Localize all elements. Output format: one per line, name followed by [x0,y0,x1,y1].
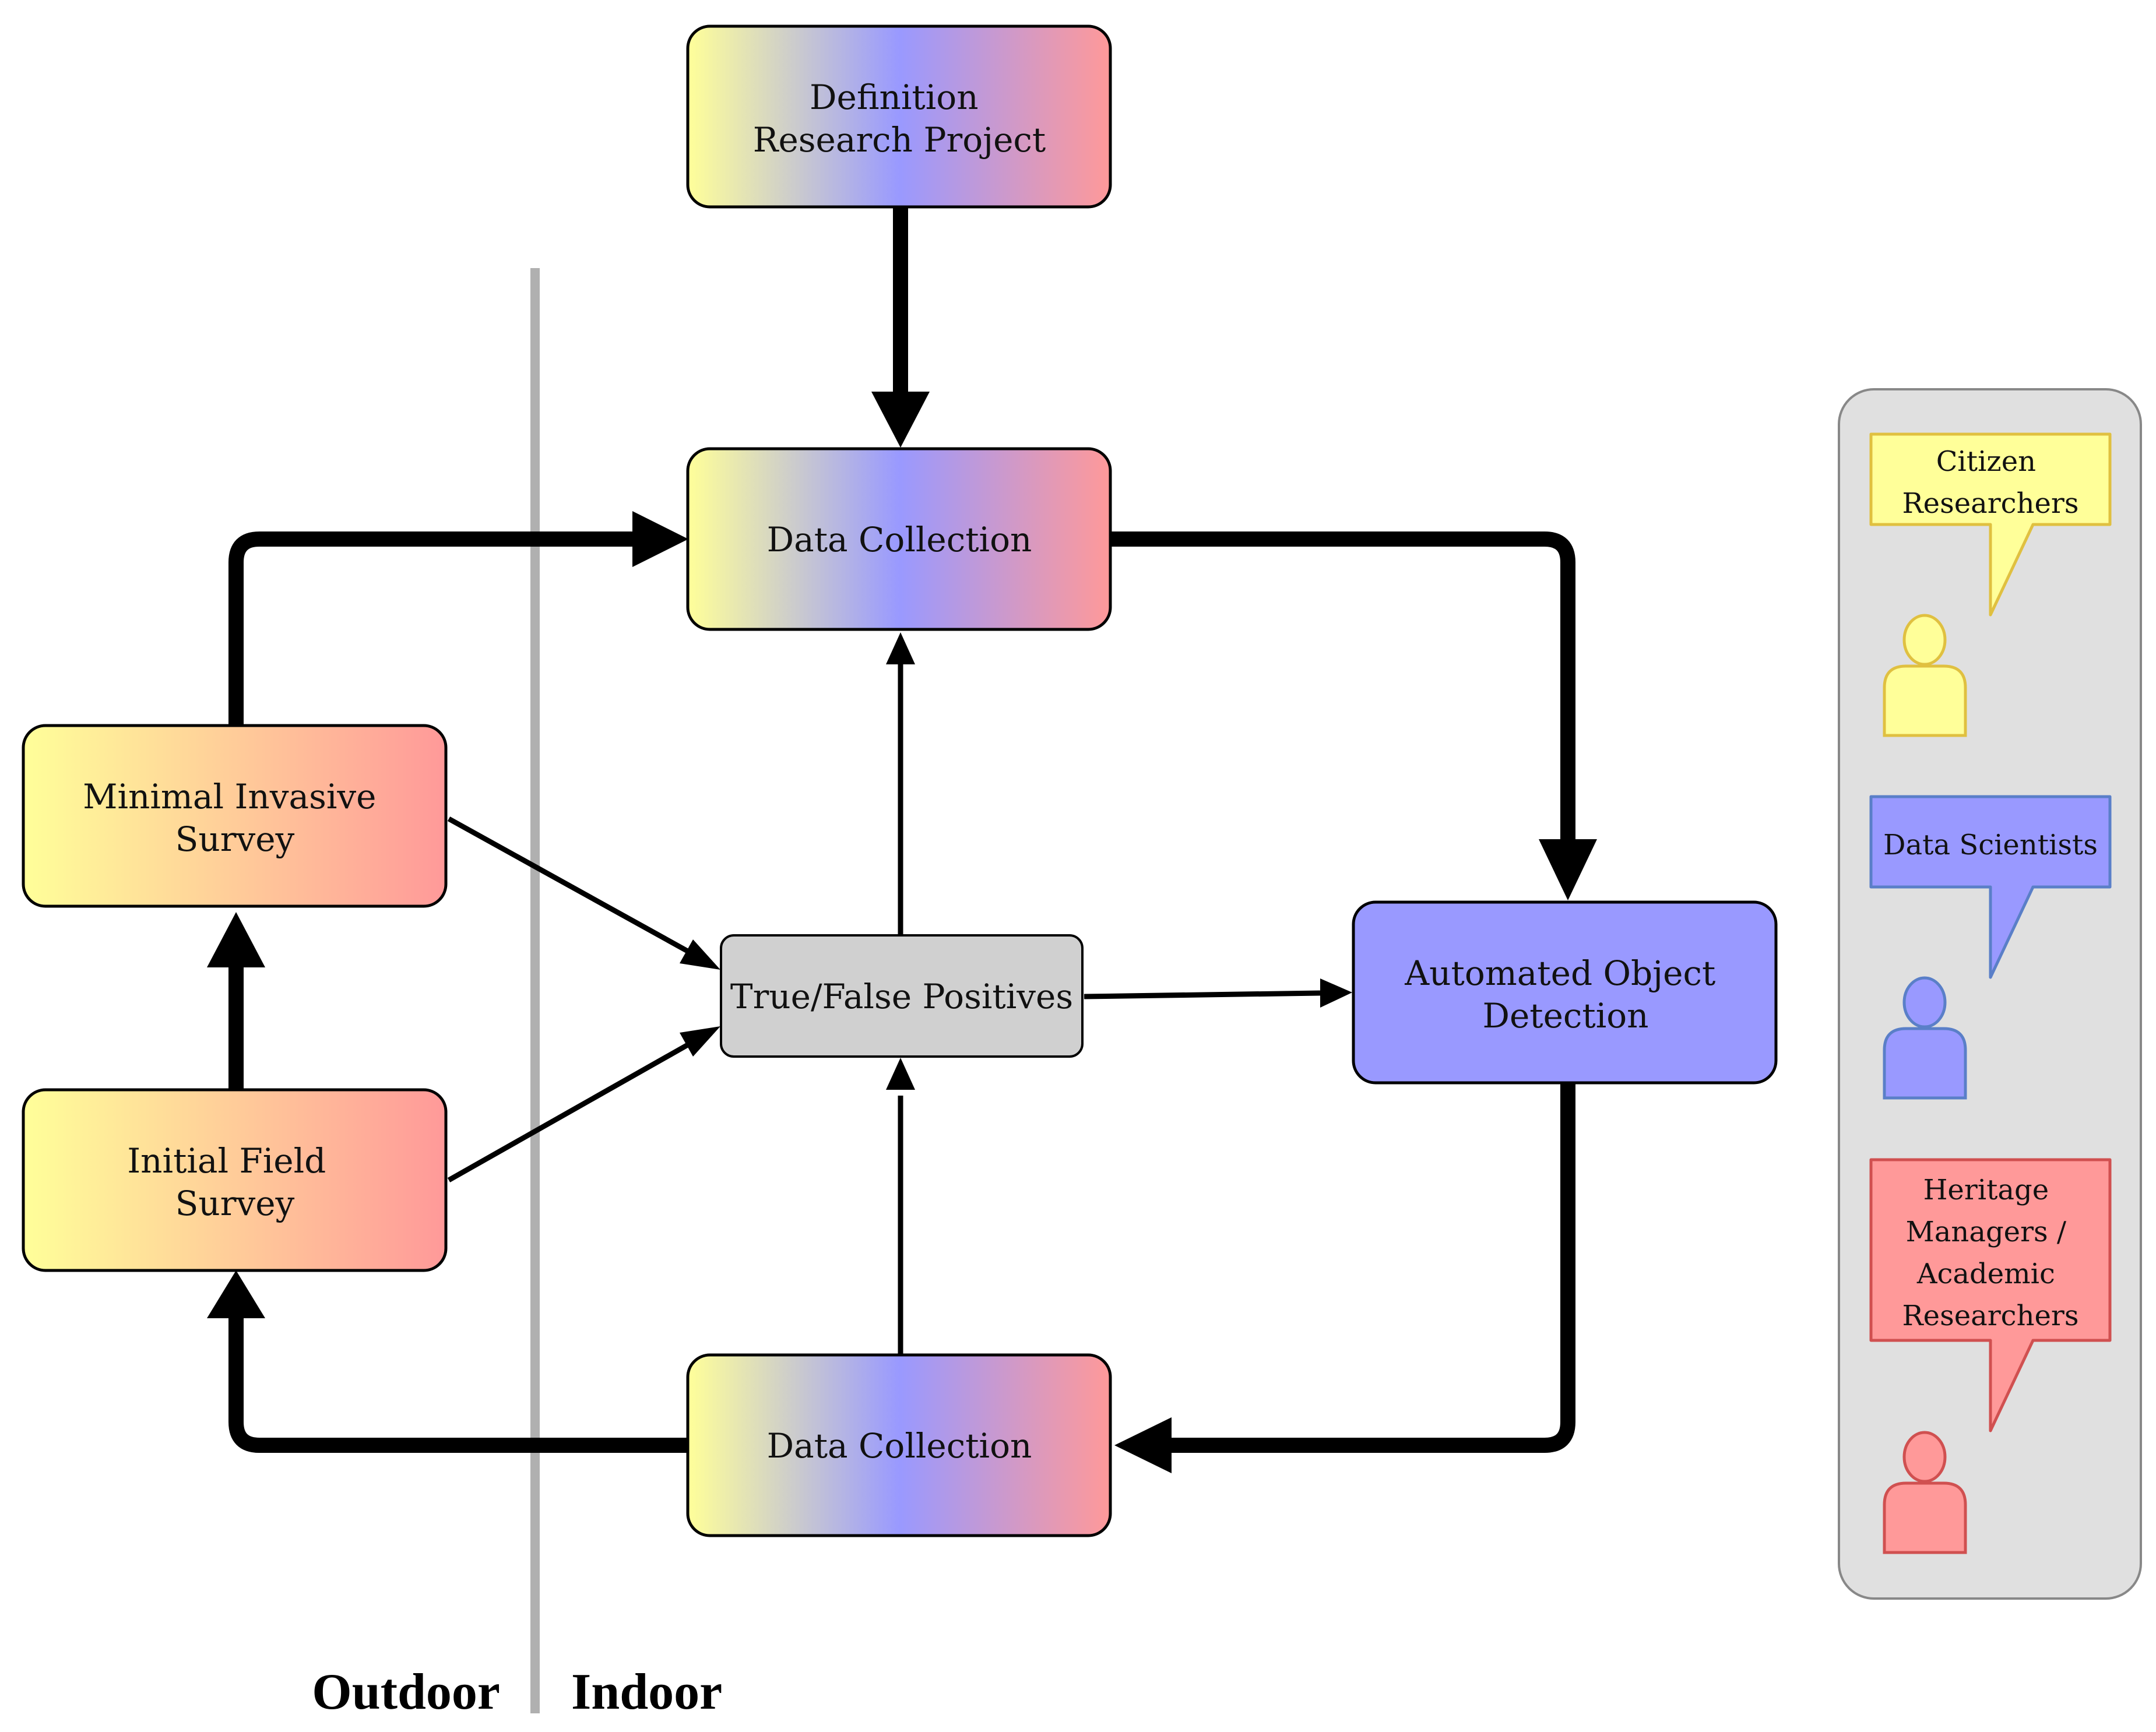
node-label-line: Detection [1482,996,1648,1036]
role-label-line: Academic [1916,1258,2055,1290]
arrowhead-minimal-to-collection [632,511,688,567]
arrowhead-collection-to-automated [1539,839,1597,900]
thin-connectors [447,664,1321,1355]
svg-text:Citizen Researchers: Citizen Researchers [1902,445,2079,520]
svg-text:Data Scientists: Data Scientists [1883,829,2098,861]
svg-text:Automated Object Detecti: Automated Object Detection [1404,953,1726,1036]
legend-role-heritage-managers-academic-researchers: Heritage Managers / Academic Researchers [1869,1158,2112,1554]
svg-text:Initial Field Survey: Initial Field Survey [127,1141,336,1223]
node-definition-research-project: Definition Research Project [686,24,1112,209]
edge-initial-to-truefalse [447,1041,692,1182]
person-icon [1883,1431,1967,1554]
legend-role-data-scientists: Data Scientists [1869,795,2112,1100]
speech-bubble [1869,795,2112,979]
node-label-line: Initial Field [127,1141,326,1181]
thick-arrowheads [207,392,1597,1473]
node-label-line: Data Collection [767,1426,1032,1466]
arrowhead-initial-to-truefalse [680,1026,720,1057]
edge-minimal-to-truefalse [447,816,692,955]
speech-bubble [1869,1158,2112,1432]
node-label-line: Data Collection [767,520,1032,559]
edge-collection-to-automated [1110,531,1575,839]
svg-text:Minimal Invasive Survey: Minimal Invasive Survey [83,777,387,859]
node-label-line: Minimal Invasive [83,777,376,816]
legend-role-citizen-researchers: Citizen Researchers [1869,432,2112,737]
edge-bottom-collection-to-initial [228,1308,688,1453]
speech-bubble [1869,432,2112,617]
node-label-line: Research Project [753,120,1046,160]
edge-truefalse-to-automated [1084,990,1321,999]
node-true-false-positives: True/False Positives [720,934,1084,1058]
svg-text:Data Collection: Data Collection [767,520,1032,559]
svg-text:Heritage Managers /: Heritage Managers / Academic Researchers [1902,1174,2079,1332]
svg-text:Data Collection: Data Collection [767,1426,1032,1466]
zone-label-outdoor: Outdoor [312,1664,500,1720]
svg-text:Definition Research Proj: Definition Research Project [753,78,1046,160]
svg-text:True/False Positives: True/False Positives [730,977,1073,1016]
node-initial-field-survey: Initial Field Survey [22,1088,448,1272]
node-data-collection-bottom: Data Collection [686,1353,1112,1537]
arrowhead-minimal-to-truefalse [680,939,720,970]
person-icon [1883,614,1967,737]
edge-minimal-to-collection [228,531,638,726]
arrowhead-initial-to-minimal [207,912,265,967]
node-automated-object-detection: Automated Object Detection [1352,900,1778,1085]
node-label-line: Survey [175,819,295,859]
node-label-line: True/False Positives [730,977,1073,1016]
arrowhead-definition-to-collection [871,392,930,448]
role-label-line: Managers / [1906,1216,2067,1248]
arrowhead-bottom-collection-to-initial [207,1270,265,1318]
node-label-line: Automated Object [1404,953,1715,993]
arrowhead-bottom-collection-to-truefalse [886,1058,915,1090]
edge-automated-to-bottom-collection [1166,1084,1575,1453]
node-label-line: Definition [810,78,979,117]
node-label-line: Survey [175,1184,295,1223]
arrowhead-automated-to-bottom-collection [1114,1417,1172,1473]
role-label-line: Citizen [1936,445,2036,478]
roles-legend: Citizen Researchers Data Scientists He [1838,388,2142,1600]
role-label-line: Heritage [1923,1174,2049,1206]
node-minimal-invasive-survey: Minimal Invasive Survey [22,724,448,908]
person-icon [1883,976,1967,1100]
zone-label-indoor: Indoor [571,1664,722,1720]
role-label-line: Researchers [1902,487,2079,520]
thin-arrowheads [680,632,1352,1090]
thick-connectors [228,207,1575,1453]
node-data-collection-top: Data Collection [686,447,1112,631]
role-label-line: Researchers [1902,1300,2079,1332]
arrowhead-truefalse-to-automated [1320,978,1352,1008]
role-label-line: Data Scientists [1883,829,2098,861]
arrowhead-truefalse-to-collection [886,632,915,664]
